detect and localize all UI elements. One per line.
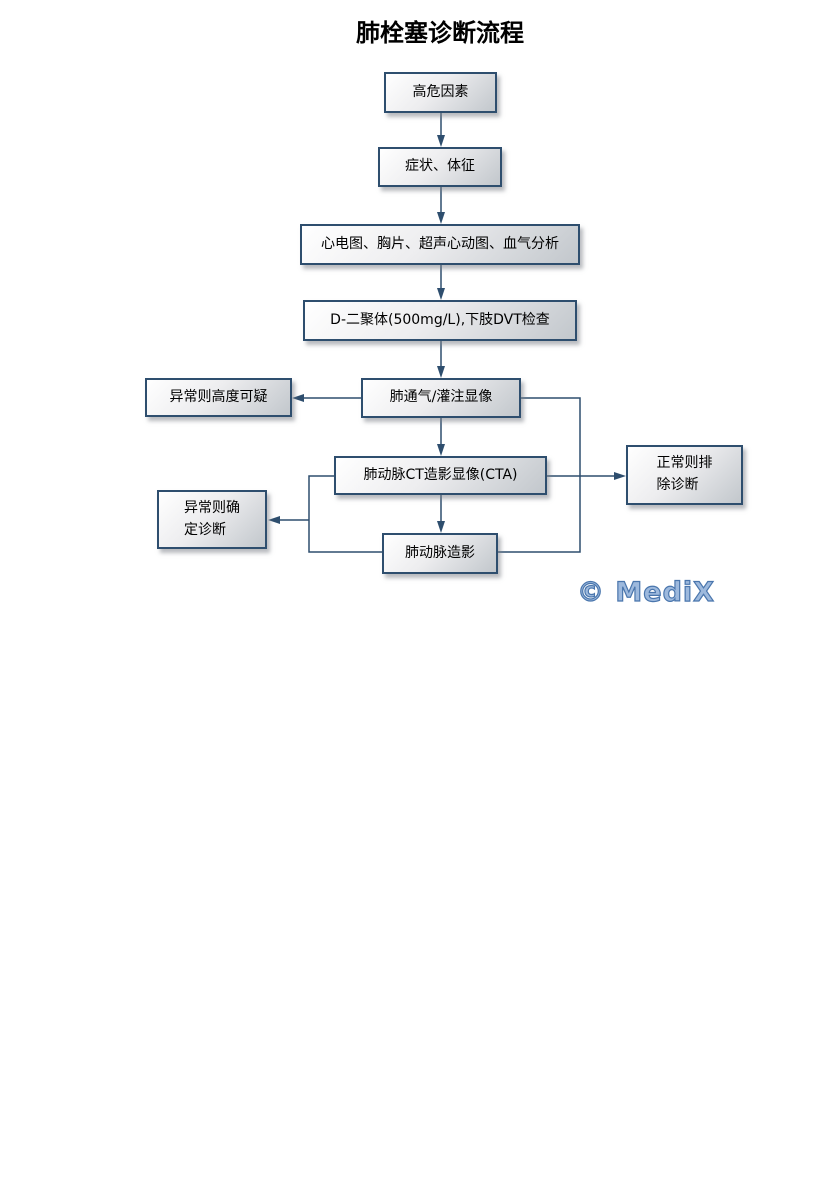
page-title: 肺栓塞诊断流程 (356, 21, 524, 47)
connector-vq-to-abnormal-suspicious (292, 394, 361, 402)
node-ventilation-perfusion-scan: 肺通气/灌注显像 (361, 378, 521, 418)
node-pulmonary-angiography-label: 肺动脉造影 (405, 544, 475, 561)
connector-cta-to-angiography (437, 495, 445, 533)
node-symptoms-signs: 症状、体征 (378, 147, 502, 187)
node-high-risk-factors-label: 高危因素 (412, 83, 469, 100)
node-pulmonary-angiography: 肺动脉造影 (382, 533, 498, 574)
node-ddimer-dvt-check: D-二聚体(500mg/L),下肢DVT检查 (303, 300, 577, 341)
connector-rail-to-abnormal-confirm (268, 516, 309, 524)
node-ddimer-dvt-check-label: D-二聚体(500mg/L),下肢DVT检查 (330, 311, 550, 328)
node-abnormal-confirm-diagnosis-label: 异常则确 定诊断 (184, 499, 240, 538)
node-cta-imaging: 肺动脉CT造影显像(CTA) (334, 456, 547, 495)
node-ecg-xray-echo-bloodgas-label: 心电图、胸片、超声心动图、血气分析 (321, 235, 559, 252)
connector-symptoms-to-exam (437, 187, 445, 224)
connector-risk-to-symptoms (437, 112, 445, 147)
node-ventilation-perfusion-scan-label: 肺通气/灌注显像 (389, 389, 493, 406)
medix-watermark: © MediX (576, 576, 715, 608)
node-high-risk-factors: 高危因素 (384, 72, 497, 113)
node-normal-exclude-diagnosis-label: 正常则排 除诊断 (656, 455, 713, 493)
node-abnormal-highly-suspicious-label: 异常则高度可疑 (169, 388, 268, 405)
connector-right-merge-rail (498, 397, 581, 553)
connector-left-merge-rail (308, 475, 382, 553)
node-symptoms-signs-label: 症状、体征 (405, 158, 475, 175)
node-abnormal-highly-suspicious: 异常则高度可疑 (145, 378, 292, 417)
node-abnormal-confirm-diagnosis: 异常则确 定诊断 (157, 490, 267, 549)
node-cta-imaging-label: 肺动脉CT造影显像(CTA) (363, 466, 518, 483)
node-normal-exclude-diagnosis: 正常则排 除诊断 (626, 445, 743, 505)
connector-ddimer-to-vq (437, 341, 445, 378)
node-ecg-xray-echo-bloodgas: 心电图、胸片、超声心动图、血气分析 (300, 224, 580, 265)
connector-vq-to-cta (437, 418, 445, 456)
connector-cta-to-normal-exclude (547, 472, 626, 480)
connector-exam-to-ddimer (437, 265, 445, 300)
